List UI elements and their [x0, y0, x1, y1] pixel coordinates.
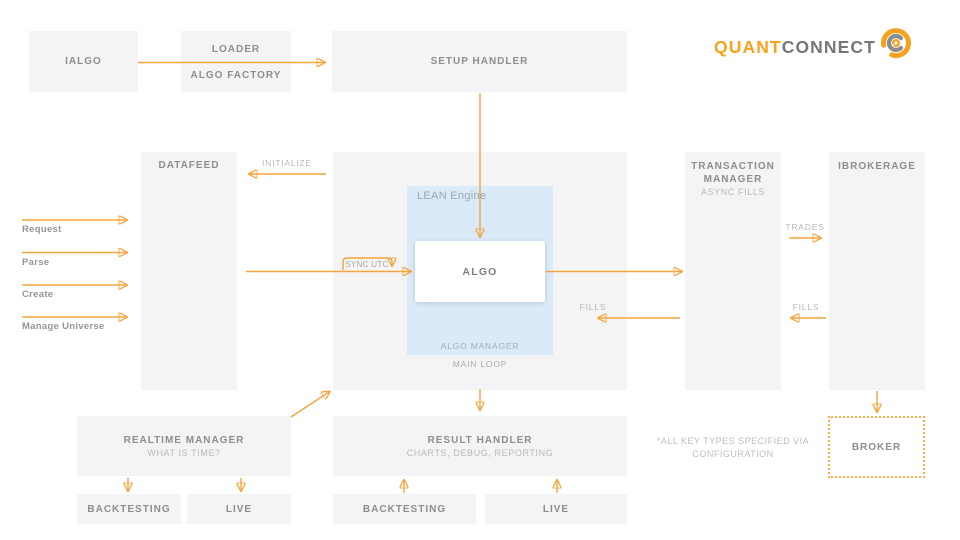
realtime-manager-label: REALTIME MANAGER — [123, 434, 245, 446]
request-label: Request — [22, 224, 62, 235]
manage-universe-label: Manage Universe — [22, 321, 105, 332]
create-label: Create — [22, 289, 54, 300]
datafeed-label: DATAFEED — [158, 160, 220, 171]
configuration-note-line2: CONFIGURATION — [692, 448, 774, 459]
ialgo-label: IALGO — [65, 56, 102, 67]
live-left-label: LIVE — [225, 503, 253, 515]
arrow-realtime-to-main-loop — [290, 392, 329, 418]
trades-label: TRADES — [785, 222, 825, 232]
parse-label: Parse — [22, 256, 50, 268]
lean-engine-label: LEAN Engine — [417, 190, 487, 202]
what-is-time-label: WHAT IS TIME? — [147, 447, 221, 458]
setup-handler-box: SETUP HANDLER — [332, 31, 627, 92]
loader-algo-factory-box: LOADER ALGO FACTORY — [181, 31, 291, 92]
algo-label: ALGO — [462, 265, 498, 278]
backtesting-left-label: BACKTESTING — [87, 503, 171, 515]
configuration-note: *ALL KEY TYPES SPECIFIED VIA CONFIGURATI… — [644, 435, 822, 460]
algo-manager-label: ALGO MANAGER — [440, 341, 520, 351]
ialgo-box: IALGO — [29, 31, 138, 92]
broker-label: BROKER — [851, 441, 902, 453]
transaction-manager-box: TRANSACTION MANAGER ASYNC FILLS — [685, 152, 781, 390]
backtesting-right-box: BACKTESTING — [333, 494, 476, 524]
setup-handler-label: SETUP HANDLER — [430, 56, 529, 67]
live-left-box: LIVE — [187, 494, 291, 524]
charts-debug-reporting-label: CHARTS, DEBUG, REPORTING — [406, 447, 554, 458]
fills-right-label: FILLS — [792, 302, 820, 312]
loader-label: LOADER — [211, 44, 261, 55]
ibrokerage-label: IBROKERAGE — [838, 161, 916, 172]
ibrokerage-box: IBROKERAGE — [829, 152, 925, 390]
backtesting-left-box: BACKTESTING — [77, 494, 181, 524]
async-fills-label: ASYNC FILLS — [700, 187, 766, 197]
logo-quant-text: QUANT — [714, 37, 782, 57]
sync-utc-label: SYNC UTC — [345, 260, 389, 269]
main-loop-label: MAIN LOOP — [452, 359, 508, 369]
fills-left-label: FILLS — [579, 302, 607, 312]
result-handler-box: RESULT HANDLER CHARTS, DEBUG, REPORTING — [333, 416, 627, 476]
transaction-manager-label: TRANSACTION MANAGER — [691, 161, 775, 185]
logo-connect-text: CONNECT — [781, 37, 876, 57]
live-right-box: LIVE — [485, 494, 627, 524]
quantconnect-swirl-icon — [880, 28, 911, 59]
configuration-note-line1: *ALL KEY TYPES SPECIFIED VIA — [656, 436, 810, 446]
algo-factory-label: ALGO FACTORY — [190, 70, 282, 81]
datafeed-box: DATAFEED — [141, 152, 237, 390]
broker-box: BROKER — [828, 416, 925, 478]
realtime-manager-box: REALTIME MANAGER WHAT IS TIME? — [77, 416, 291, 476]
initialize-label: INITIALIZE — [261, 158, 313, 168]
live-right-label: LIVE — [542, 503, 570, 515]
result-handler-label: RESULT HANDLER — [427, 434, 533, 446]
algo-box: ALGO — [415, 241, 545, 302]
backtesting-right-label: BACKTESTING — [362, 503, 447, 515]
